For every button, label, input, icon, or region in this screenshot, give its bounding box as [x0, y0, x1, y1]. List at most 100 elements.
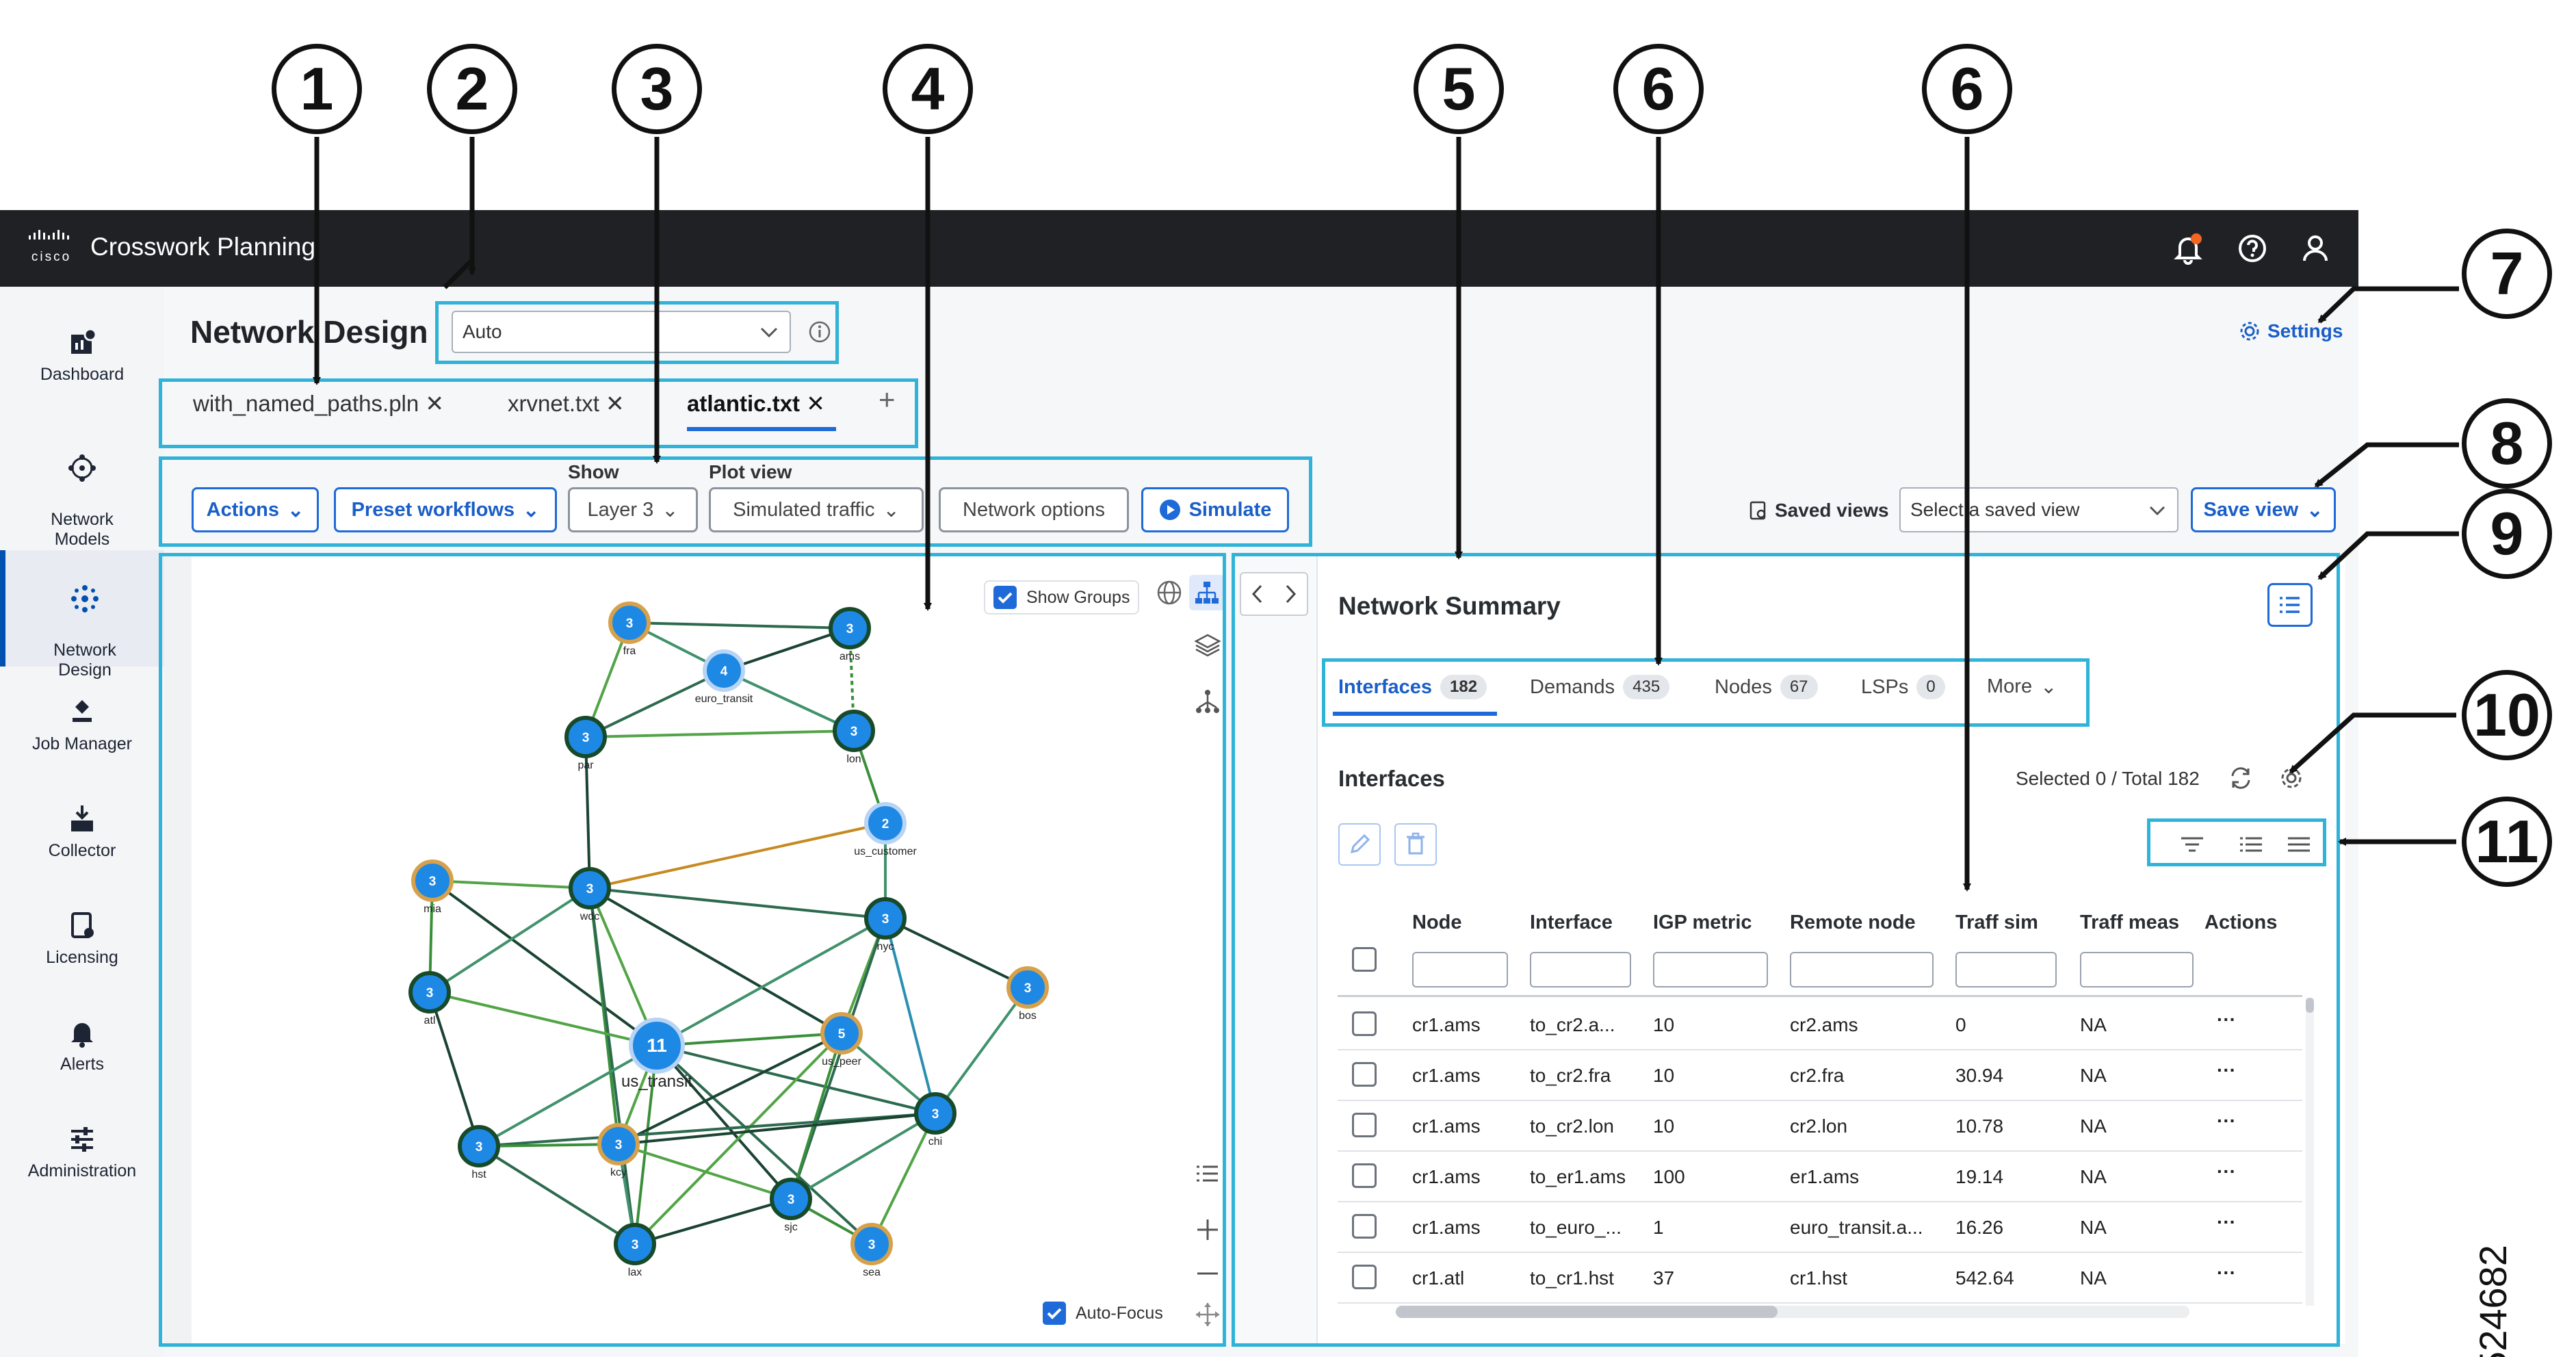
vertical-scrollbar-thumb[interactable]	[2306, 998, 2314, 1013]
network-node-circle[interactable]	[850, 1223, 893, 1265]
network-link[interactable]	[655, 1044, 792, 1200]
sidebar-item-network-design[interactable]: Network Design	[0, 550, 164, 680]
edit-button[interactable]	[1338, 823, 1381, 866]
save-view-button[interactable]: Save view⌄	[2191, 487, 2336, 532]
auto-focus-toggle[interactable]: Auto-Focus	[1043, 1302, 1163, 1325]
layer-select[interactable]: Layer 3⌄	[568, 487, 698, 532]
filter-input-igp-metric[interactable]	[1653, 952, 1768, 987]
globe-icon[interactable]	[1155, 578, 1184, 610]
row-checkbox[interactable]	[1352, 1265, 1377, 1289]
column-header-remote-node[interactable]: Remote node	[1790, 912, 1916, 933]
network-link[interactable]	[618, 1032, 842, 1146]
filter-input-remote-node[interactable]	[1790, 952, 1934, 987]
filter-icon[interactable]	[2178, 832, 2206, 860]
network-node-circle[interactable]	[597, 1123, 640, 1165]
row-density-icon[interactable]	[2285, 832, 2313, 860]
network-link[interactable]	[589, 887, 886, 920]
network-node[interactable]: 5us_peer	[820, 1012, 863, 1068]
layers-icon[interactable]	[1193, 631, 1222, 663]
network-link[interactable]	[588, 888, 658, 1046]
network-node-circle[interactable]	[829, 607, 871, 649]
row-checkbox[interactable]	[1352, 1062, 1377, 1087]
network-link[interactable]	[885, 917, 1028, 989]
row-checkbox[interactable]	[1352, 1011, 1377, 1036]
actions-button[interactable]: Actions⌄	[192, 487, 319, 532]
network-link[interactable]	[790, 1112, 937, 1200]
network-link[interactable]	[790, 1033, 843, 1200]
row-actions-menu-icon[interactable]: ···	[2217, 1110, 2236, 1131]
network-link[interactable]	[478, 1044, 658, 1148]
chevron-right-icon[interactable]	[1282, 583, 1299, 605]
sidebar-item-job-manager[interactable]: Job Manager	[0, 696, 164, 754]
plot-view-select[interactable]: Simulated traffic⌄	[709, 487, 924, 532]
network-link[interactable]	[588, 888, 636, 1245]
row-checkbox[interactable]	[1352, 1113, 1377, 1137]
help-icon[interactable]	[2233, 229, 2272, 268]
filter-input-traff-meas[interactable]	[2080, 952, 2194, 987]
network-link[interactable]	[584, 736, 591, 889]
row-checkbox[interactable]	[1352, 1163, 1377, 1188]
network-link[interactable]	[884, 918, 937, 1114]
network-link[interactable]	[656, 917, 886, 1047]
network-node-circle[interactable]	[864, 802, 907, 844]
table-settings-icon[interactable]	[2277, 764, 2306, 796]
mode-select[interactable]: Auto	[452, 311, 791, 353]
row-actions-menu-icon[interactable]: ···	[2217, 1059, 2236, 1081]
network-node-circle[interactable]	[569, 867, 611, 909]
info-icon[interactable]	[807, 320, 832, 348]
network-node-circle[interactable]	[458, 1125, 500, 1167]
refresh-icon[interactable]	[2226, 764, 2255, 796]
network-link[interactable]	[723, 627, 850, 672]
sidebar-item-collector[interactable]: Collector	[0, 803, 164, 861]
network-link[interactable]	[723, 669, 855, 732]
zoom-in-icon[interactable]	[1193, 1215, 1222, 1248]
network-link[interactable]	[634, 1032, 843, 1245]
saved-view-select[interactable]: Select a saved view	[1899, 487, 2178, 532]
sidebar-item-administration[interactable]: Administration	[0, 1123, 164, 1181]
vertical-scrollbar[interactable]	[2306, 998, 2314, 1306]
file-tab-xrvnet[interactable]: xrvnet.txt ✕	[508, 390, 625, 417]
network-link[interactable]	[934, 986, 1029, 1115]
network-node-circle[interactable]	[1006, 966, 1049, 1009]
network-link[interactable]	[478, 1112, 936, 1148]
network-node-circle[interactable]	[608, 602, 651, 644]
zoom-out-icon[interactable]	[1193, 1259, 1222, 1291]
network-link[interactable]	[428, 887, 591, 994]
chevron-left-icon[interactable]	[1249, 583, 1266, 605]
add-tab-icon[interactable]: +	[879, 383, 896, 415]
bell-icon[interactable]	[2169, 229, 2207, 268]
network-link[interactable]	[431, 879, 658, 1047]
network-node-circle[interactable]	[914, 1092, 957, 1135]
network-link[interactable]	[618, 1112, 936, 1146]
column-header-traff-sim[interactable]: Traff sim	[1955, 912, 2038, 933]
row-actions-menu-icon[interactable]: ···	[2217, 1009, 2236, 1030]
close-icon[interactable]: ✕	[425, 391, 445, 416]
row-actions-menu-icon[interactable]: ···	[2217, 1262, 2236, 1283]
network-link[interactable]	[618, 1143, 792, 1200]
network-link[interactable]	[585, 729, 855, 738]
tab-more[interactable]: More⌄	[1987, 675, 2057, 699]
network-node-circle[interactable]	[411, 860, 454, 902]
network-options-button[interactable]: Network options	[939, 487, 1129, 532]
sidebar-item-licensing[interactable]: Licensing	[0, 909, 164, 968]
list-icon[interactable]	[1193, 1159, 1222, 1191]
recenter-icon[interactable]	[1193, 1300, 1222, 1332]
user-icon[interactable]	[2296, 229, 2334, 268]
